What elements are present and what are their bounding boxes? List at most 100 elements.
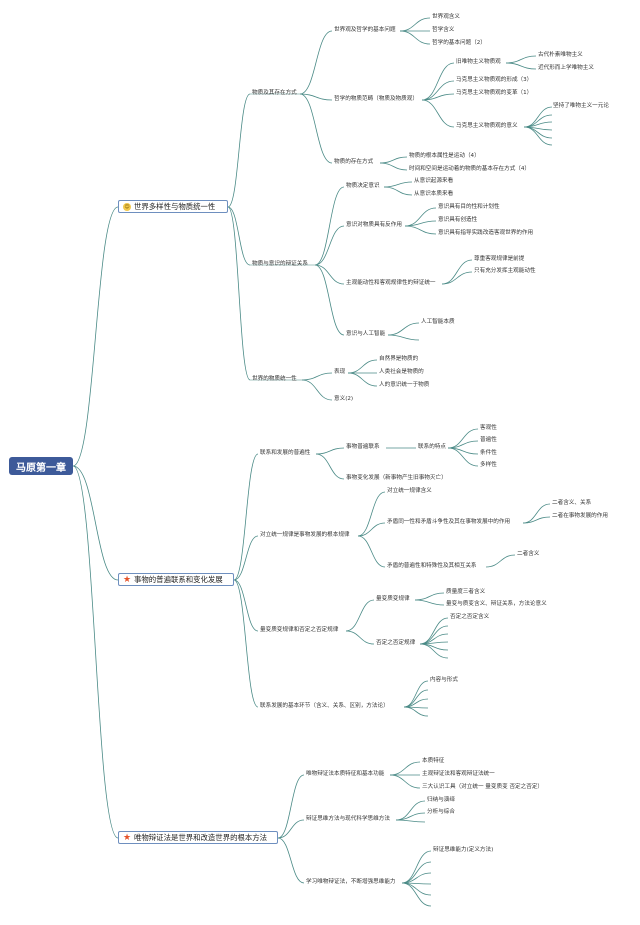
connector-line: [301, 379, 333, 401]
topic-worldview-basic-question[interactable]: 世界观及哲学的基本问题: [334, 27, 396, 33]
leaf-worldview-meaning[interactable]: 世界观含义: [432, 14, 460, 20]
topic-basic-links[interactable]: 联系发展的基本环节（含义、关系、区别，方法论）: [260, 703, 389, 709]
leaf-modern-metaphysical-materialism[interactable]: 近代形而上学唯物主义: [538, 65, 594, 71]
leaf-dialectical-thinking[interactable]: 辩证思维能力(定义方法): [433, 847, 494, 853]
star-icon: ★: [123, 832, 132, 843]
topic-thinking-methods[interactable]: 辩证思维方法与现代科学思维方法: [306, 816, 390, 822]
leaf-subjective-initiative[interactable]: 只有充分发挥主观能动性: [474, 268, 536, 274]
leaf-materialist-monism[interactable]: 坚持了唯物主义一元论: [553, 103, 609, 109]
connector-line: [314, 264, 345, 285]
leaf-three-tools[interactable]: 三大认识工具（对立统一 量变质变 否定之否定）: [422, 784, 544, 790]
leaf-quality-quantity-degree[interactable]: 质量度三者含义: [446, 589, 486, 595]
leaf-consciousness-origin[interactable]: 从意识起源来看: [414, 178, 454, 184]
connector-line: [387, 334, 420, 341]
topic-universal-connection[interactable]: 事物普遍联系: [346, 444, 380, 450]
branch-3-topic[interactable]: ★唯物辩证法是世界和改造世界的根本方法: [118, 831, 278, 844]
smiley-icon: ☺: [123, 202, 131, 211]
leaf-change-development[interactable]: 事物变化发展（新事物产生旧事物灭亡）: [346, 475, 447, 481]
leaf-guiding-practice[interactable]: 意识具有指导实践改造客观世界的作用: [438, 230, 534, 236]
topic-quantity-quality-negation[interactable]: 量变质变规律和否定之否定规律: [260, 627, 339, 633]
topic-unity-of-opposites[interactable]: 对立统一规律是事物发展的根本规律: [260, 532, 350, 538]
leaf-consciousness-unified[interactable]: 人的意识统一于物质: [379, 382, 430, 388]
connector-line: [485, 554, 516, 568]
leaf-ancient-materialism[interactable]: 古代朴素唯物主义: [538, 52, 583, 58]
topic-matter-decides[interactable]: 物质决定意识: [346, 183, 380, 189]
connector-line: [395, 819, 426, 823]
topic-matter-category[interactable]: 哲学的物质范畴（物质及物质观）: [334, 96, 418, 102]
leaf-consciousness-essence[interactable]: 从意识本质来看: [414, 191, 454, 197]
leaf-universality[interactable]: 普遍性: [480, 437, 497, 443]
topic-matter-existence-mode[interactable]: 物质的存在方式: [334, 159, 374, 165]
leaf-content-form[interactable]: 内容与形式: [430, 677, 458, 683]
leaf-ai-essence[interactable]: 人工智能本质: [421, 319, 455, 325]
topic-learning-dialectics[interactable]: 学习唯物辩证法，不断增强思维能力: [306, 879, 396, 885]
topic-identity-struggle[interactable]: 矛盾同一性和矛盾斗争性及其在事物发展中的作用: [387, 519, 511, 525]
topic-universality-particularity[interactable]: 矛盾的普遍性和特殊性及其相互关系: [387, 563, 477, 569]
topic-universality[interactable]: 联系和发展的普遍性: [260, 450, 311, 456]
leaf-society-material[interactable]: 人类社会是物质的: [379, 369, 424, 375]
branch-1-topic[interactable]: ☺世界多样性与物质统一性: [118, 200, 228, 213]
leaf-motion-attribute[interactable]: 物质的根本属性是运动（4）: [409, 153, 480, 159]
star-icon: ★: [123, 574, 132, 585]
topic-marxist-matter-significance[interactable]: 马克思主义物质观的意义: [456, 123, 518, 129]
leaf-purposeful[interactable]: 意识具有目的性和计划性: [438, 204, 500, 210]
topic-dialectics-essence[interactable]: 唯物辩证法本质特征和基本功能: [306, 771, 385, 777]
leaf-philosophy-meaning[interactable]: 哲学含义: [432, 27, 455, 33]
topic-matter-consciousness[interactable]: 物质与意识的辩证关系: [252, 261, 308, 267]
connector-line: [403, 689, 429, 708]
connector-line: [419, 625, 449, 645]
connector-line: [314, 186, 345, 266]
leaf-unity-meaning[interactable]: 对立统一规律含义: [387, 488, 432, 494]
connector-line: [414, 592, 445, 601]
topic-manifestation[interactable]: 表现: [334, 369, 346, 375]
leaf-nature-material[interactable]: 自然界是物质的: [379, 356, 419, 362]
topic-material-unity[interactable]: 世界的物质统一性: [252, 376, 297, 382]
connector-line: [314, 264, 345, 336]
leaf-induction-deduction[interactable]: 归纳与演绎: [427, 797, 455, 803]
branch-2-topic[interactable]: ★事物的普遍联系和变化发展: [118, 573, 234, 586]
connector-line: [399, 17, 431, 32]
topic-matter-existence[interactable]: 物质及其存在方式: [252, 90, 297, 96]
leaf-time-space[interactable]: 时间和空间是运动着的物质的基本存在方式（4）: [409, 166, 531, 172]
connector-line: [404, 225, 437, 235]
connector-line: [357, 522, 386, 537]
leaf-diversity[interactable]: 多样性: [480, 462, 497, 468]
topic-ai[interactable]: 意识与人工智能: [346, 331, 386, 337]
leaf-marxist-matter-change[interactable]: 马克思主义物质观的变革（1）: [456, 90, 533, 96]
connector-line: [72, 465, 119, 581]
leaf-marxist-matter-formation[interactable]: 马克思主义物质观的形成（3）: [456, 77, 533, 83]
connector-line: [522, 516, 551, 524]
topic-old-materialism[interactable]: 旧唯物主义物质观: [456, 59, 501, 65]
connector-line: [299, 30, 333, 95]
leaf-conditionality[interactable]: 条件性: [480, 450, 497, 456]
connector-line: [523, 126, 553, 146]
connector-line: [233, 579, 259, 708]
root-topic[interactable]: 马原第一章: [9, 457, 73, 475]
leaf-philosophy-basic-question[interactable]: 哲学的基本问题（2）: [432, 40, 486, 46]
connector-line: [421, 93, 455, 101]
connector-line: [401, 850, 432, 884]
connector-line: [447, 447, 479, 467]
leaf-both-meaning[interactable]: 二者含义: [517, 551, 540, 557]
leaf-negation-meaning[interactable]: 否定之否定含义: [450, 614, 490, 620]
connector-line: [401, 882, 432, 907]
leaf-both-role[interactable]: 二者在事物发展的作用: [552, 513, 608, 519]
leaf-subjective-objective-dialectics[interactable]: 主观辩证法和客观辩证法统一: [422, 771, 495, 777]
topic-quantity-quality[interactable]: 量变质变规律: [376, 596, 410, 602]
connector-line: [403, 680, 429, 708]
topic-subjective-objective[interactable]: 主观能动性和客观规律性的辩证统一: [346, 280, 436, 286]
topic-consciousness-reaction[interactable]: 意识对物质具有反作用: [346, 222, 402, 228]
connector-line: [315, 453, 345, 480]
leaf-significance[interactable]: 意义(2): [334, 396, 354, 402]
connector-line: [401, 882, 432, 896]
topic-connection-features[interactable]: 联系的特点: [418, 444, 446, 450]
leaf-essential-feature[interactable]: 本质特征: [422, 758, 445, 764]
leaf-change-dialectics[interactable]: 量变与质变含义、辩证关系，方法论意义: [446, 601, 547, 607]
leaf-both-meaning-relation[interactable]: 二者含义、关系: [552, 500, 592, 506]
leaf-respect-laws[interactable]: 尊重客观规律是前提: [474, 256, 525, 262]
leaf-creative[interactable]: 意识具有创造性: [438, 217, 478, 223]
leaf-analysis-synthesis[interactable]: 分析与综合: [427, 809, 455, 815]
leaf-objectivity[interactable]: 客观性: [480, 425, 497, 431]
topic-negation-of-negation[interactable]: 否定之否定规律: [376, 640, 416, 646]
